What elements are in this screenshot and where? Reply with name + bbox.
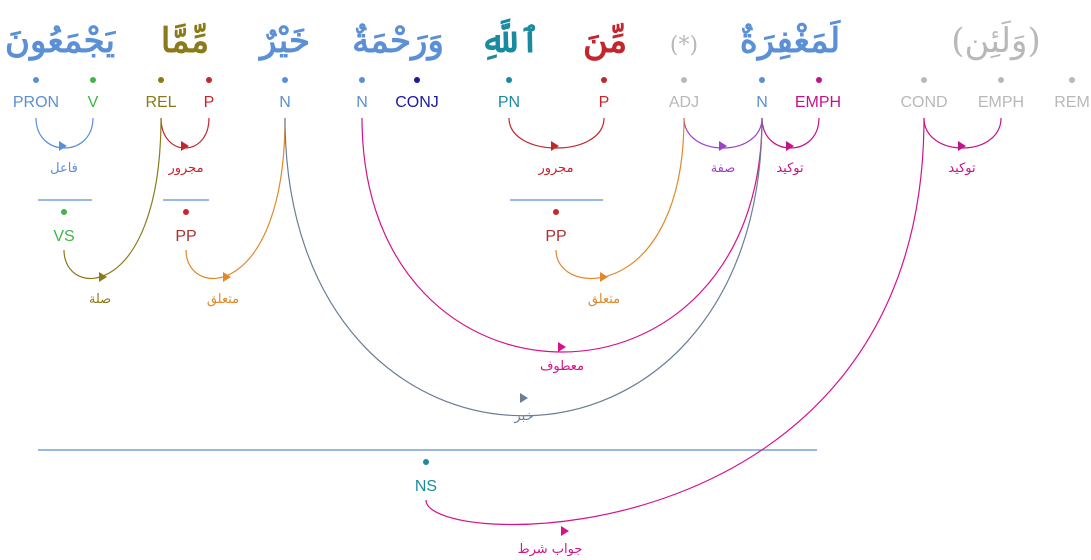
- arrow-jawab: [561, 526, 569, 536]
- dot-n1: [282, 77, 288, 83]
- word-allah: ٱللَّهِ: [480, 18, 540, 61]
- word-hidden-adj: (*): [670, 33, 698, 58]
- tag-emph2: EMPH: [978, 94, 1024, 111]
- arrow-tawkid1: [786, 141, 794, 151]
- arrow-matuf: [558, 342, 566, 352]
- arrow-tawkid2: [958, 141, 966, 151]
- arrow-khabar: [520, 393, 528, 403]
- tag-rel: REL: [145, 94, 176, 111]
- dot-pp2: [553, 209, 559, 215]
- arrow-majrur1: [181, 141, 189, 151]
- tag-n3: N: [756, 94, 768, 111]
- arc-matuf: [361, 117, 763, 353]
- word-khayr: خَيْرٌ: [258, 21, 310, 61]
- arrow-majrur2: [551, 141, 559, 151]
- dot-v: [90, 77, 96, 83]
- label-fail: فاعل: [50, 161, 78, 176]
- dot-emph2: [998, 77, 1004, 83]
- label-mutaallaq1: متعلق: [207, 292, 239, 307]
- label-mutaallaq2: متعلق: [588, 292, 620, 307]
- dot-pron: [33, 77, 39, 83]
- label-jawab: جواب شرط: [518, 542, 583, 557]
- arc-majrur2: [508, 117, 605, 149]
- tag-p2: P: [599, 94, 610, 111]
- tag-pron: PRON: [13, 94, 59, 111]
- dot-pn: [506, 77, 512, 83]
- arc-mutaallaq2: [555, 117, 685, 279]
- arc-mutaallaq1: [185, 117, 286, 279]
- dot-pp1: [183, 209, 189, 215]
- dot-rem: [1069, 77, 1075, 83]
- dot-p2: [601, 77, 607, 83]
- arc-tawkid1: [761, 117, 820, 149]
- dot-p1: [206, 77, 212, 83]
- dot-vs: [61, 209, 67, 215]
- tag-pn: PN: [498, 94, 520, 111]
- tag-dots: [33, 77, 1075, 83]
- dot-n3: [759, 77, 765, 83]
- dot-rel: [158, 77, 164, 83]
- arc-sila: [63, 117, 162, 279]
- tag-n2: N: [356, 94, 368, 111]
- dot-cond: [921, 77, 927, 83]
- tag-emph1: EMPH: [795, 94, 841, 111]
- dot-emph1: [816, 77, 822, 83]
- label-majrur2: مجرور: [537, 161, 573, 176]
- tag-p1: P: [204, 94, 215, 111]
- word-mimma: مِّمَّا: [161, 21, 209, 61]
- word-mina: مِّنَ: [583, 21, 627, 61]
- tag-pp1: PP: [175, 228, 196, 245]
- dot-conj: [414, 77, 420, 83]
- label-sifa: صفة: [711, 161, 736, 176]
- tag-ns: NS: [415, 478, 437, 495]
- dot-adj: [681, 77, 687, 83]
- label-matuf: معطوف: [540, 359, 584, 374]
- arrow-mutaallaq1: [223, 272, 231, 282]
- dot-ns: [423, 459, 429, 465]
- label-tawkid1: توكيد: [776, 161, 804, 176]
- arrow-fail: [59, 141, 67, 151]
- arc-jawab: [425, 117, 925, 526]
- label-sila: صلة: [89, 292, 111, 307]
- tag-conj: CONJ: [395, 94, 439, 111]
- arc-tawkid2: [923, 117, 1002, 149]
- word-wa-lain: (وَلَئِن): [951, 20, 1040, 61]
- word-yajmaoon: يَجْمَعُونَ: [5, 21, 116, 61]
- tag-vs: VS: [53, 228, 74, 245]
- tag-n1: N: [279, 94, 291, 111]
- tag-adj: ADJ: [669, 94, 699, 111]
- arrow-sila: [99, 272, 107, 282]
- word-wa-rahmatun: وَرَحْمَةٌ: [352, 21, 444, 61]
- label-khabar: خبر: [513, 409, 533, 424]
- arc-fail: [35, 117, 94, 149]
- tag-pp2: PP: [545, 228, 566, 245]
- arc-khabar: [284, 117, 763, 417]
- tag-rem: REM: [1054, 94, 1090, 111]
- arrow-sifa: [719, 141, 727, 151]
- label-majrur1: مجرور: [167, 161, 203, 176]
- arrow-mutaallaq2: [600, 272, 608, 282]
- tag-cond: COND: [900, 94, 947, 111]
- label-tawkid2: توكيد: [948, 161, 976, 176]
- word-lamaghfiratun: لَمَغْفِرَةٌ: [740, 20, 841, 61]
- dot-n2: [359, 77, 365, 83]
- tag-v: V: [88, 94, 99, 111]
